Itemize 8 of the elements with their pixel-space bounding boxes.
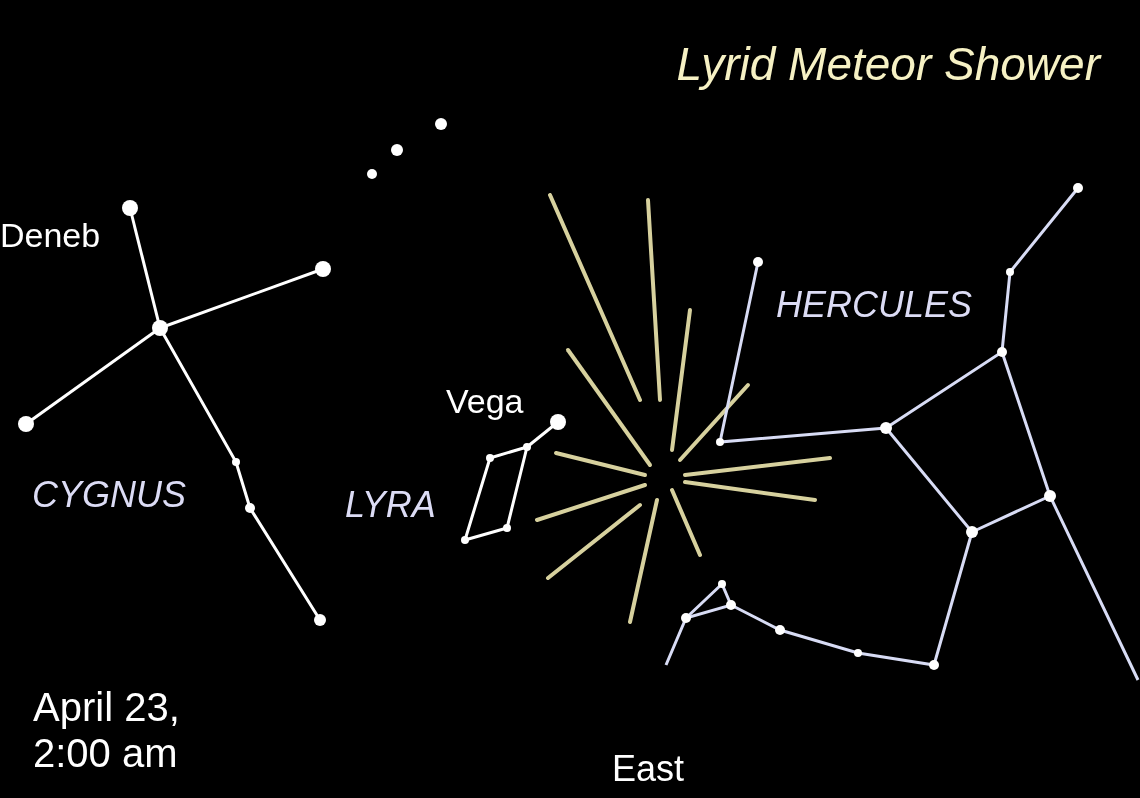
direction-label: East <box>612 748 685 790</box>
chart-title: Lyrid Meteor Shower <box>676 38 1100 91</box>
constellation-label: LYRA <box>345 484 436 526</box>
date-label: April 23, 2:00 am <box>33 684 181 776</box>
constellation-label: HERCULES <box>776 284 973 326</box>
constellation-label: CYGNUS <box>32 474 187 516</box>
star-label: Deneb <box>0 216 101 256</box>
star-label: Vega <box>446 382 524 422</box>
